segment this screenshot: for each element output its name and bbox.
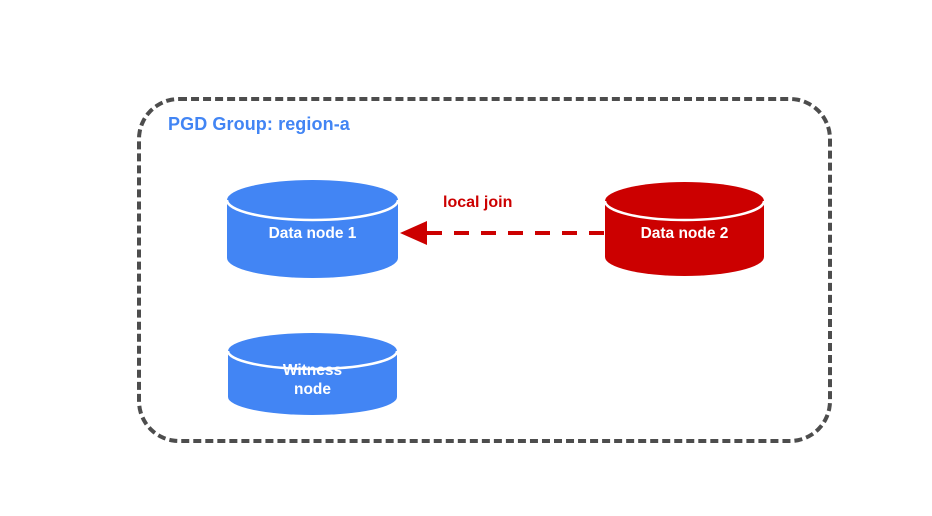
node-data-node-2[interactable]: Data node 2: [603, 182, 766, 276]
pgd-group-boundary: [137, 97, 832, 443]
node-witness-node[interactable]: Witness node: [226, 333, 399, 415]
edge-label-local-join: local join: [443, 194, 513, 211]
node-data-node-1[interactable]: Data node 1: [225, 180, 400, 278]
cylinder-shape-icon: [225, 180, 400, 278]
pgd-group-title: PGD Group: region-a: [168, 114, 350, 134]
cylinder-shape-icon: [226, 333, 399, 415]
cylinder-shape-icon: [603, 182, 766, 276]
